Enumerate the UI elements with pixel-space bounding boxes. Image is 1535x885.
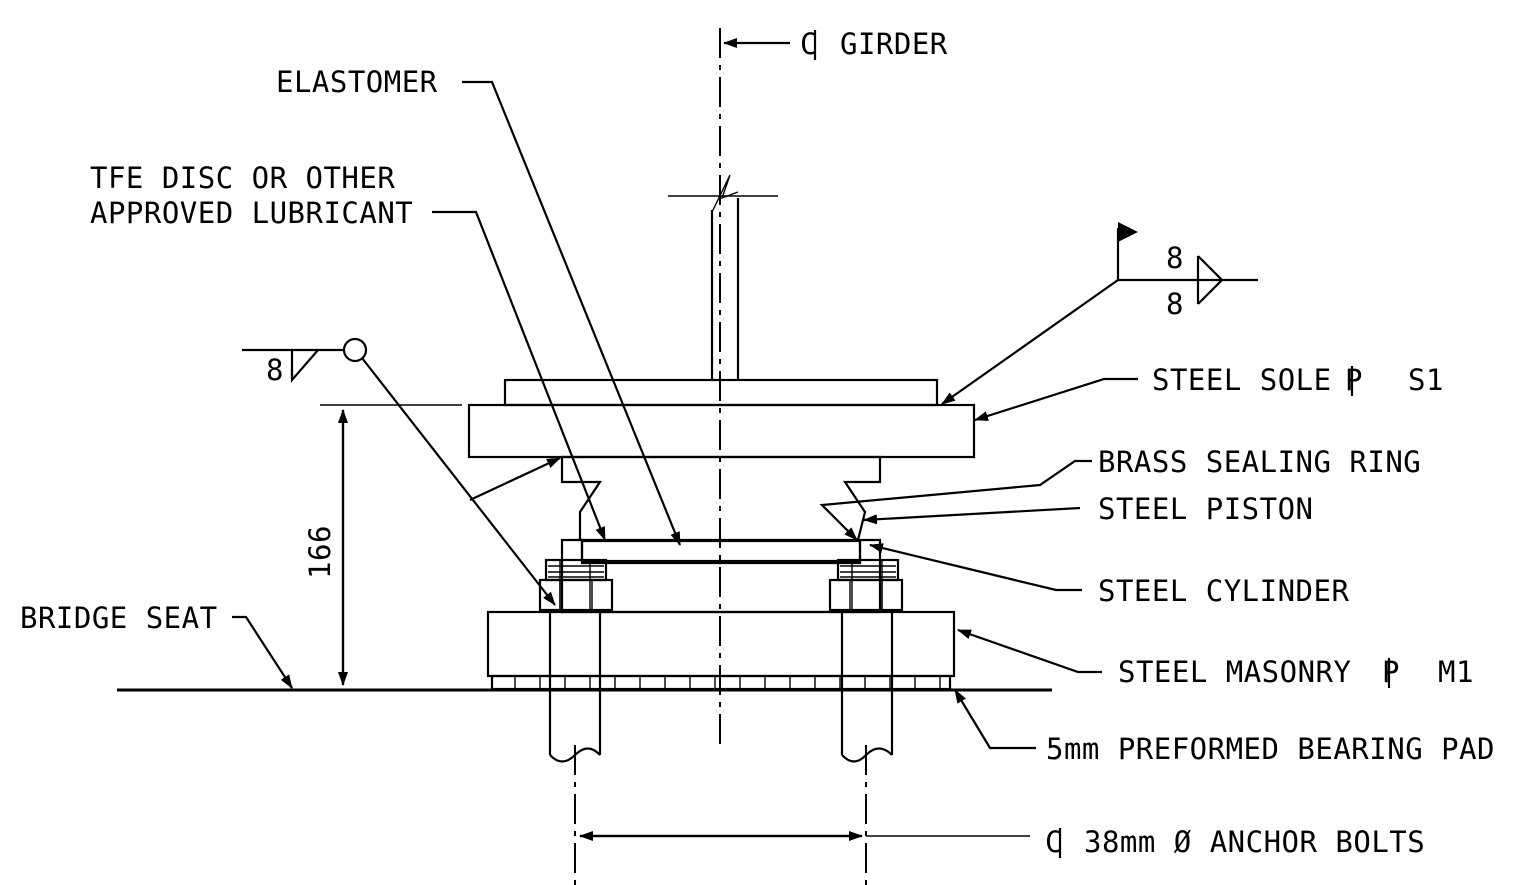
steel-cylinder-label: STEEL CYLINDER (1098, 574, 1349, 608)
right-weld-size-top: 8 (1166, 241, 1184, 275)
steel-sole-plate (467, 403, 976, 459)
plate-symbol-sole: P (1345, 363, 1363, 397)
steel-masonry-label: STEEL MASONRY (1118, 655, 1351, 689)
svg-text:C: C (1045, 825, 1063, 859)
centerline-symbol-girder: C (800, 27, 818, 61)
anchor-bolts-label: 38mm Ø ANCHOR BOLTS (1084, 825, 1425, 859)
svg-text:C: C (800, 27, 818, 61)
right-anchor-bolt (840, 560, 894, 763)
left-anchor-bolt (548, 560, 602, 763)
plate-symbol-masonry: P (1382, 655, 1400, 689)
svg-text:P: P (1345, 363, 1363, 397)
left-anchor-nut (538, 558, 614, 612)
brass-ring-label: BRASS SEALING RING (1098, 445, 1421, 479)
girder-web (668, 174, 778, 380)
steel-sole-label: STEEL SOLE (1152, 363, 1332, 397)
svg-text:P: P (1382, 655, 1400, 689)
height-dimension-value: 166 (303, 525, 337, 579)
height-dimension (320, 404, 462, 686)
steel-masonry-id: M1 (1438, 655, 1474, 689)
elastomer-label: ELASTOMER (276, 65, 438, 99)
bearing-pad-label: 5mm PREFORMED BEARING PAD (1046, 732, 1495, 766)
steel-piston-label: STEEL PISTON (1098, 492, 1314, 526)
right-weld-symbol (941, 222, 1258, 405)
left-weld-size: 8 (266, 353, 284, 387)
girder-label: GIRDER (840, 27, 948, 61)
tfe-label-line1: TFE DISC OR OTHER (90, 161, 395, 195)
right-weld-size-bottom: 8 (1166, 287, 1184, 321)
tfe-label-line2: APPROVED LUBRICANT (90, 196, 413, 230)
right-anchor-nut (828, 558, 904, 612)
centerline-symbol-anchor-bolts: C (1045, 825, 1063, 859)
left-weld-symbol (242, 337, 561, 606)
bridge-seat-label: BRIDGE SEAT (20, 601, 218, 635)
steel-sole-id: S1 (1408, 363, 1444, 397)
